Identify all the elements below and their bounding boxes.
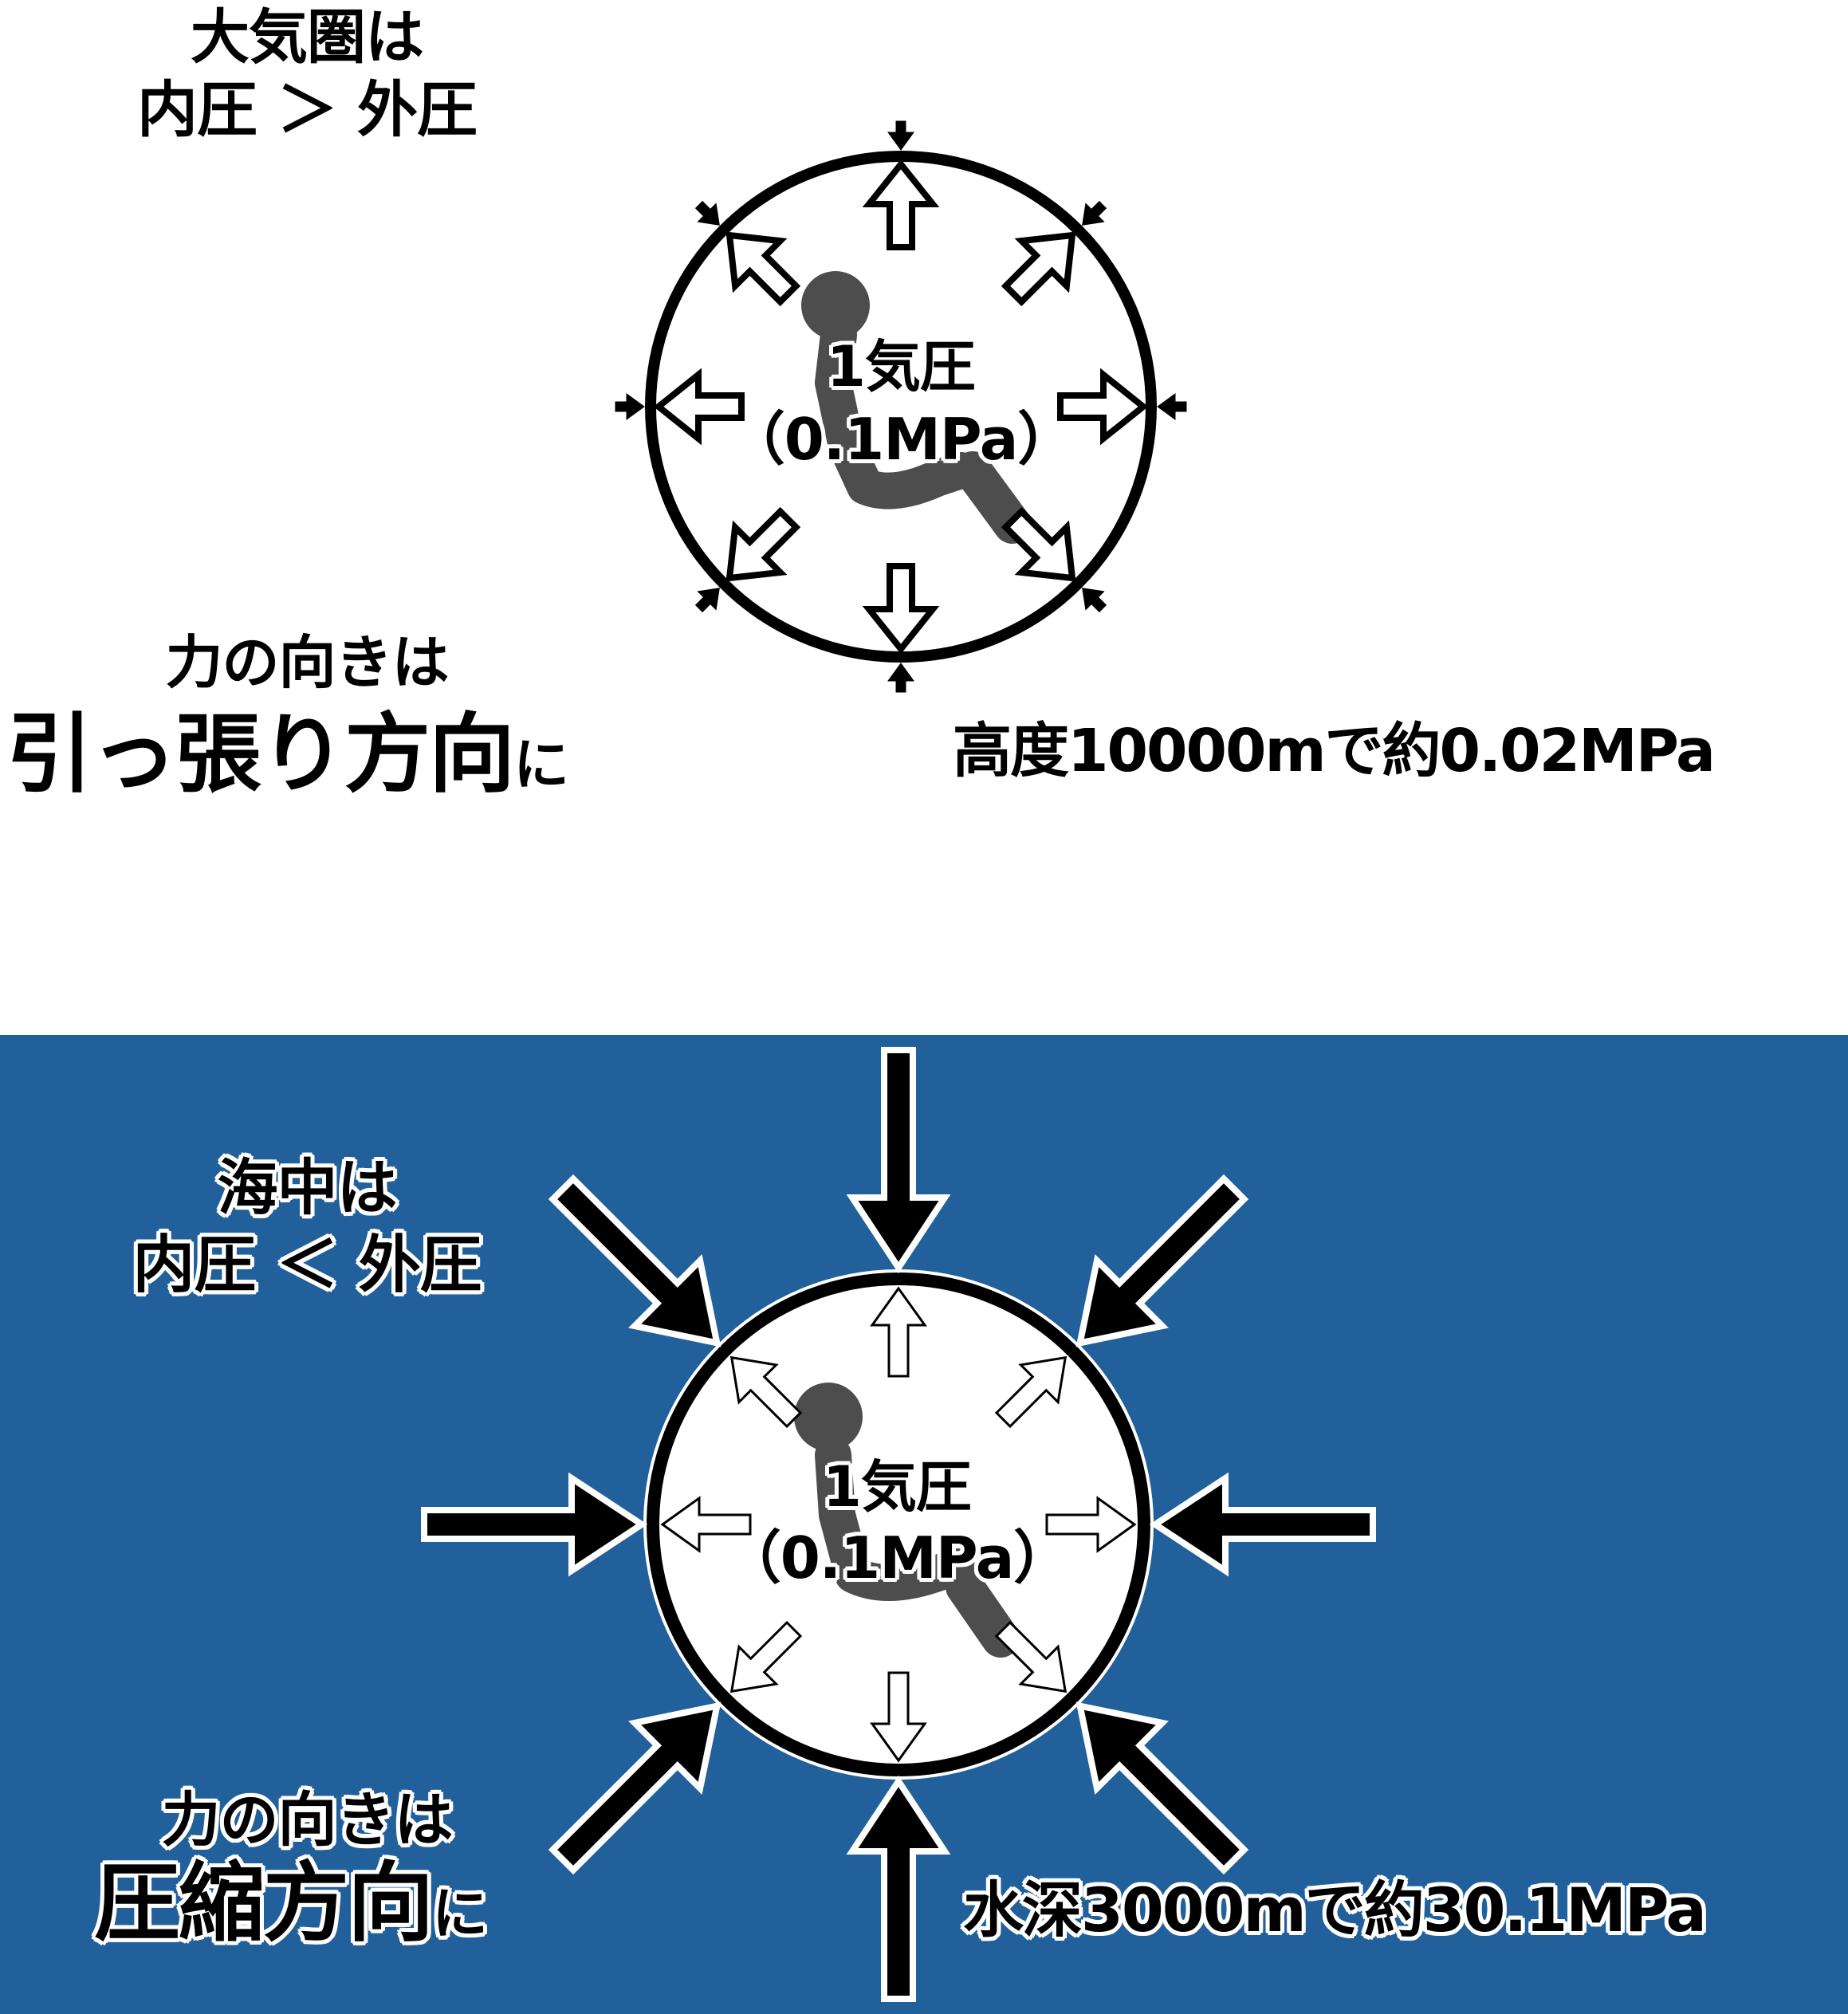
- outward-arrow-icon: [653, 368, 745, 446]
- inward-arrow-icon: [694, 200, 720, 226]
- inward-arrow-icon: [694, 588, 720, 613]
- inward-arrow-icon: [846, 1047, 951, 1274]
- outward-arrow-icon: [660, 1496, 752, 1553]
- outward-arrow-icon: [994, 1620, 1068, 1693]
- atmosphere-heading-line2: 内圧 ＞ 外圧: [137, 74, 478, 145]
- outward-arrow-icon: [1057, 368, 1149, 446]
- inward-arrow-icon: [548, 1174, 722, 1347]
- inward-arrow-icon: [1075, 1701, 1249, 1875]
- inward-arrow-icon: [1149, 1472, 1376, 1577]
- atmosphere-circle-label-line1: 1気圧: [827, 334, 976, 399]
- ocean-circle-label-line2: （0.1MPa）: [723, 1524, 1071, 1591]
- person-silhouette-icon: [794, 1383, 1020, 1658]
- outward-arrow-icon: [870, 1671, 927, 1763]
- inward-arrow-icon: [548, 1701, 722, 1875]
- ocean-force-suffix: に: [432, 1881, 488, 1946]
- ocean-heading-line1: 海中は: [217, 1152, 398, 1223]
- ocean-circle-label-line1: 1気圧: [823, 1454, 972, 1520]
- atmosphere-boundary-circle: [645, 151, 1157, 663]
- atmosphere-pressure-note: 高度10000mで約0.02MPa: [953, 717, 1716, 785]
- inward-small-arrow-icons: [615, 120, 1187, 693]
- atmosphere-force-line2: 引っ張り方向に: [6, 712, 569, 798]
- inward-arrow-icon: [421, 1472, 648, 1577]
- inward-arrow-icon: [1082, 588, 1107, 613]
- outward-arrow-icon: [729, 1620, 803, 1693]
- outward-arrow-icon: [725, 506, 801, 582]
- outward-arrow-icon: [1001, 506, 1076, 582]
- outward-arrow-icon: [1045, 1496, 1137, 1553]
- atmosphere-heading-line1: 大気圏は: [191, 3, 424, 72]
- inward-large-arrow-icons: [421, 1047, 1376, 2002]
- atmosphere-diagram: [615, 120, 1187, 693]
- outward-arrow-icon: [1001, 231, 1076, 307]
- atmosphere-force-suffix: に: [513, 732, 569, 797]
- atmosphere-force-direction: 引っ張り方向: [6, 705, 515, 804]
- outward-arrow-icons: [660, 1286, 1137, 1763]
- ocean-pressure-note: 水深3000mで約30.1MPa: [963, 1874, 1707, 1945]
- ocean-diagram: [421, 1047, 1376, 2002]
- outward-arrow-icon: [862, 563, 940, 655]
- atmosphere-circle-label-line2: （0.1MPa）: [727, 406, 1075, 473]
- ocean-boundary-circle: [647, 1273, 1150, 1776]
- outward-arrow-icon: [994, 1355, 1068, 1429]
- outward-arrow-icons: [653, 159, 1149, 655]
- person-silhouette-icon: [801, 271, 1032, 544]
- inward-arrow-icon: [1082, 200, 1107, 226]
- inward-arrow-icon: [615, 393, 645, 420]
- inward-arrow-icon: [846, 1775, 951, 2002]
- outward-arrow-icon: [862, 159, 940, 250]
- outward-arrow-icon: [725, 231, 801, 307]
- ocean-force-line1: 力の向きは: [161, 1786, 454, 1855]
- outward-arrow-icon: [729, 1355, 803, 1429]
- inward-arrow-icon: [887, 663, 914, 693]
- ocean-force-line2: 圧縮方向に: [94, 1861, 488, 1947]
- inward-arrow-icon: [1157, 393, 1187, 420]
- inward-arrow-icon: [887, 120, 914, 151]
- ocean-heading-line2: 内圧 ＜ 外圧: [132, 1229, 482, 1301]
- outward-arrow-icon: [870, 1286, 927, 1378]
- atmosphere-force-line1: 力の向きは: [165, 629, 449, 696]
- ocean-force-direction: 圧縮方向: [94, 1854, 434, 1953]
- inward-arrow-icon: [1075, 1174, 1249, 1347]
